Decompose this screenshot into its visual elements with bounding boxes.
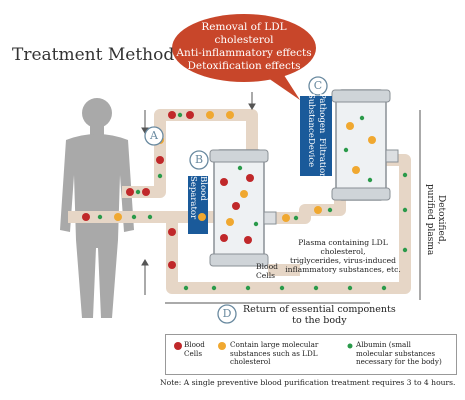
marker-c: C: [313, 79, 323, 92]
legend-box: Blood Cells Contain large molecular subs…: [165, 334, 457, 375]
blood-separator-device: [209, 149, 277, 267]
return-line-1: Return of essential components: [243, 304, 396, 315]
marker-a: A: [150, 129, 158, 142]
blood-cells-label: Blood Cells: [256, 262, 286, 280]
plasma-line-2: triglycerides, virus-induced: [290, 256, 396, 265]
callout-line-3: Detoxification effects: [187, 60, 301, 72]
legend-albumin-line-3: necessary for the body): [356, 357, 442, 366]
return-label: Return of essential components to the bo…: [243, 304, 396, 326]
flow-arrows: [141, 92, 421, 304]
blood-separator-label: Blood Separator: [188, 176, 208, 220]
legend-blood-cells: Blood Cells: [184, 340, 205, 358]
legend-yellow-dot: [218, 342, 226, 350]
legend-large-line-3: cholesterol: [230, 357, 271, 366]
legend-blood-line-2: Cells: [184, 348, 203, 358]
page-title: Treatment Method: [12, 45, 175, 65]
blood-cell-dots: [82, 111, 254, 269]
legend-green-dot: [347, 343, 353, 349]
albumin-dots: [97, 112, 408, 291]
plasma-line-1: Plasma containing LDL cholesterol,: [298, 238, 388, 256]
human-silhouette: [60, 98, 134, 318]
filtration-device-label: Pathogen Substance Filtration Device: [300, 93, 332, 179]
return-line-2: to the body: [292, 315, 347, 326]
legend-large-line-2: substances such as LDL: [230, 348, 318, 358]
legend-blood-line-1: Blood: [184, 340, 205, 349]
detox-line-1: Detoxified,: [436, 195, 446, 245]
legend-large-molecules: Contain large molecular substances such …: [230, 340, 342, 367]
callout-bubble: [172, 14, 316, 100]
legend-albumin: Albumin (small molecular substances nece…: [356, 340, 456, 367]
callout-line-1: Removal of LDL cholesterol: [201, 21, 287, 46]
step-markers: [144, 76, 328, 324]
marker-d: D: [222, 307, 232, 320]
pathogen-filtration-device: [331, 89, 399, 201]
legend-red-dot: [174, 342, 182, 350]
legend-albumin-line-2: molecular substances: [356, 348, 436, 358]
filtration-label-box: [300, 96, 332, 176]
plasma-line-3: inflammatory substances, etc.: [285, 265, 401, 274]
marker-b: B: [194, 153, 204, 166]
plasma-label: Plasma containing LDL cholesterol, trigl…: [278, 238, 408, 274]
legend-large-line-1: Contain large molecular: [230, 340, 319, 349]
callout-line-2: Anti-inflammatory effects: [176, 47, 312, 59]
detox-line-2: purified plasma: [425, 184, 435, 256]
filtration-line-2: Filtration Device: [306, 138, 327, 179]
footnote: Note: A single preventive blood purifica…: [160, 378, 456, 387]
legend-albumin-line-1: Albumin (small: [356, 340, 411, 349]
blood-cells-text: Blood Cells: [256, 262, 279, 280]
filtration-line-1: Pathogen Substance: [306, 93, 327, 139]
callout-text: Removal of LDL cholesterol Anti-inflamma…: [175, 16, 313, 78]
detoxified-plasma-label: Detoxified, purified plasma: [424, 180, 446, 260]
